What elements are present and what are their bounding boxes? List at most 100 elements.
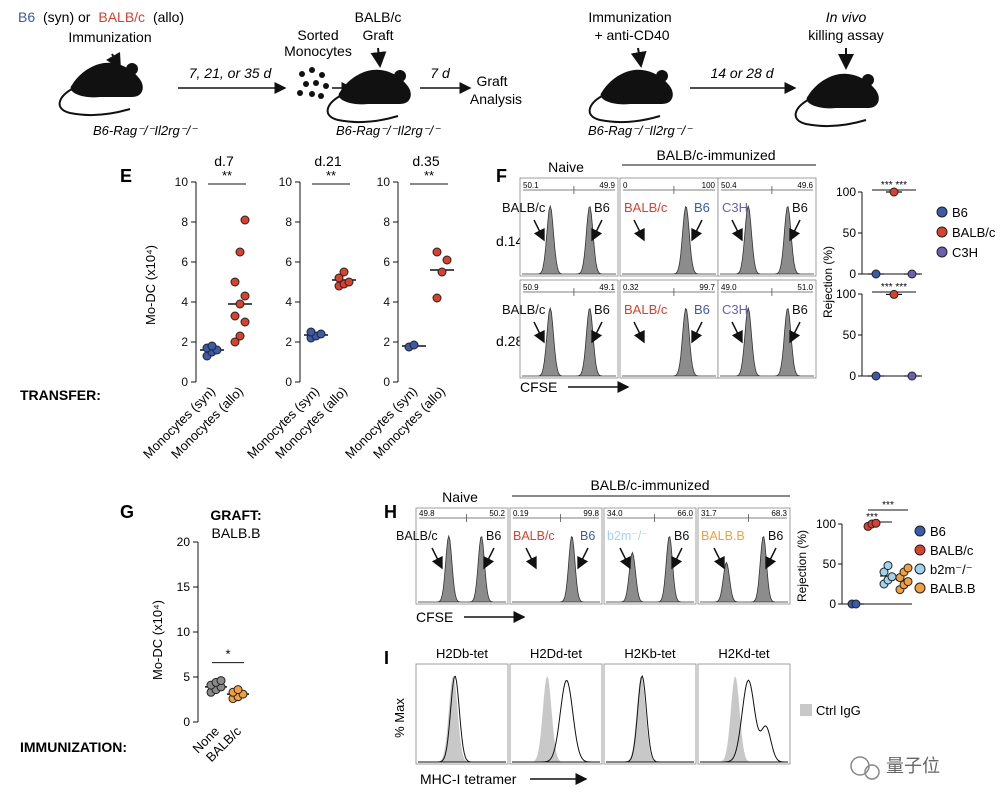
g-y-tick-label: 15 — [177, 580, 191, 594]
f-gate-right: 99.7 — [699, 283, 715, 292]
f-arrow-left — [533, 321, 545, 344]
panel-h-rej-ylabel: Rejection (%) — [795, 530, 809, 602]
f-rej-point — [889, 289, 899, 299]
i-sample-curve — [512, 679, 600, 763]
f-hist-frame — [717, 177, 817, 277]
e-y-tick-label: 2 — [181, 335, 188, 349]
f-hist-peaks — [622, 307, 716, 377]
e-y-tick-label: 10 — [377, 175, 391, 189]
f-hist-frame — [619, 279, 719, 379]
h-arrow-right — [671, 547, 683, 570]
schematic-left: B6 (syn) or BALB/c (allo) Immunization B… — [18, 9, 522, 138]
h-arrow-left — [713, 547, 725, 570]
f-right-label: B6 — [694, 200, 710, 215]
h-arrow-left — [525, 547, 537, 570]
legend-h-balbc-dot — [914, 544, 926, 556]
schematic-mouse1-label: B6-Rag⁻/⁻Il2rg⁻/⁻ — [93, 123, 198, 138]
legend-balbc: BALB/c — [952, 225, 996, 240]
watermark-text: 量子位 — [886, 756, 940, 776]
h-rej-point — [851, 599, 861, 609]
e-data-point — [316, 329, 326, 339]
panel-g: G GRAFT: BALB.B Mo-DC (x10⁴) 05101520*No… — [20, 502, 262, 765]
h-arrow-left — [431, 547, 443, 570]
g-y-tick-label: 10 — [177, 625, 191, 639]
schematic-immunization: Immunization — [68, 29, 151, 45]
panel-f-cfse: CFSE — [520, 379, 557, 395]
h-left-label: b2m⁻/⁻ — [607, 529, 648, 543]
f-gate-right: 100 — [702, 181, 716, 190]
f-right-label: B6 — [792, 302, 808, 317]
h-rej-point — [871, 518, 881, 528]
panel-h-immunized: BALB/c-immunized — [590, 477, 709, 493]
f-hist-peaks — [522, 306, 616, 377]
schematic-syn: (syn) or — [43, 9, 91, 25]
legend-c3h-dot — [936, 246, 948, 258]
e-sig-label: ** — [424, 168, 434, 183]
watermark: 量子位 — [850, 756, 940, 780]
legend-h-b6: B6 — [930, 524, 946, 539]
panel-h-legend: B6 BALB/c b2m⁻/⁻ BALB.B — [914, 524, 976, 596]
i-hist-frame — [603, 663, 697, 765]
svg-text:B6 (syn) or BALB/c: B6 (syn) or BALB/c (allo) — [18, 9, 184, 25]
e-sig-label: ** — [326, 168, 336, 183]
ctrl-igg-swatch — [800, 704, 812, 716]
panel-e-letter: E — [120, 166, 132, 186]
i-hist-title: H2Db-tet — [436, 646, 488, 661]
monocyte-dots-icon — [297, 67, 329, 99]
e-data-point — [230, 337, 240, 347]
legend-h-b6-dot — [914, 525, 926, 537]
h-left-label: BALB/c — [396, 529, 438, 543]
panel-f-rej-ylabel: Rejection (%) — [821, 246, 835, 318]
f-gate-left: 50.9 — [523, 283, 539, 292]
f-right-label: B6 — [594, 302, 610, 317]
e-data-point — [339, 267, 349, 277]
schematic-sorted: Sorted — [297, 27, 338, 43]
f-arrow-right — [789, 219, 801, 242]
panel-i-letter: I — [384, 648, 389, 668]
f-hist-frame — [717, 279, 817, 379]
e-y-tick-label: 4 — [383, 295, 390, 309]
h-rej-tick-label: 100 — [816, 517, 836, 531]
h-hist-frame — [603, 507, 697, 605]
h-right-label: B6 — [486, 529, 501, 543]
legend-h-b2m: b2m⁻/⁻ — [930, 562, 973, 577]
f-left-label: BALB/c — [502, 200, 546, 215]
h-right-label: B6 — [674, 529, 689, 543]
h-rej-tick-label: 0 — [829, 597, 836, 611]
g-data-point — [233, 685, 243, 695]
h-hist-peaks — [512, 535, 600, 603]
h-gate-left: 49.8 — [419, 509, 435, 518]
f-rej-tick-label: 50 — [843, 226, 857, 240]
legend-h-b2m-dot — [914, 563, 926, 575]
f-rej-tick-label: 100 — [836, 185, 856, 199]
e-data-point — [442, 255, 452, 265]
h-hist-peaks — [418, 534, 506, 603]
h-rej-point — [883, 561, 893, 571]
f-left-label: C3H — [722, 200, 748, 215]
mouse-icon — [794, 73, 879, 128]
e-y-tick-label: 0 — [383, 375, 390, 389]
g-y-tick-label: 5 — [183, 670, 190, 684]
schematic-right-killing: killing assay — [808, 27, 883, 43]
e-data-point — [432, 247, 442, 257]
panel-f-immunized: BALB/c-immunized — [656, 147, 775, 163]
schematic-b6: B6 — [18, 9, 35, 25]
h-gate-right: 68.3 — [771, 509, 787, 518]
f-arrow-right — [789, 321, 801, 344]
wechat-icon — [850, 756, 870, 776]
legend-h-balbb: BALB.B — [930, 581, 976, 596]
h-gate-left: 0.19 — [513, 509, 529, 518]
f-gate-left: 0.32 — [623, 283, 639, 292]
e-y-tick-label: 10 — [175, 175, 189, 189]
panel-e-transfer: TRANSFER: — [20, 387, 101, 403]
panel-f-naive: Naive — [548, 159, 584, 175]
h-arrow-left — [619, 547, 631, 570]
schematic-analysis1: Graft — [476, 73, 507, 89]
i-sample-curve — [606, 674, 694, 763]
panel-f-row-d28: d.28 — [496, 333, 523, 349]
g-data-point — [216, 676, 226, 686]
e-y-tick-label: 8 — [181, 215, 188, 229]
